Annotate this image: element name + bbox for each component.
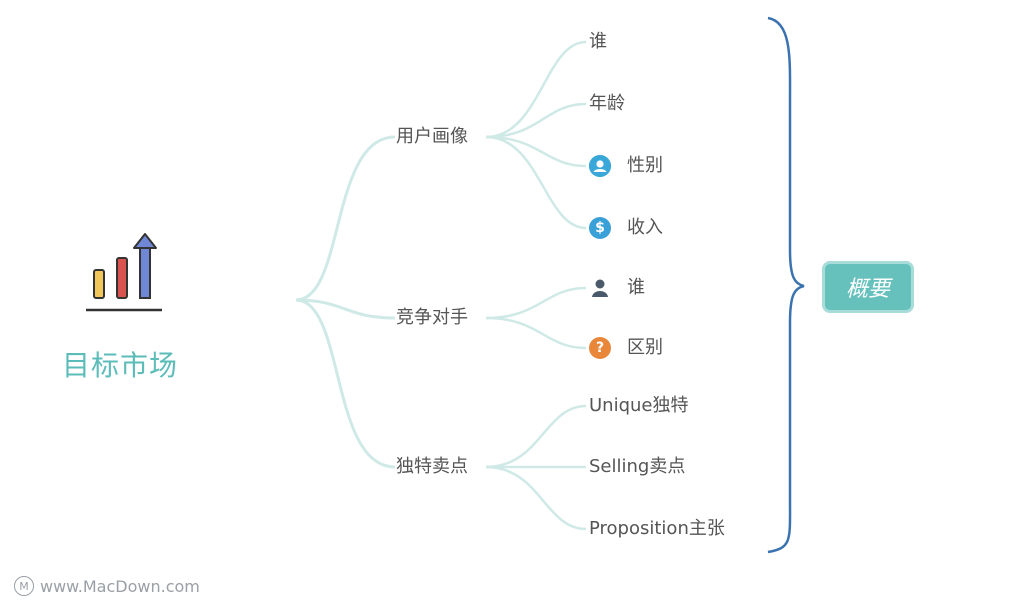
leaf-income[interactable]: $ 收入 — [589, 217, 663, 239]
summary-topic[interactable]: 概要 — [822, 261, 914, 313]
summary-brace — [767, 16, 805, 554]
bar-medium — [116, 257, 128, 299]
connector-b3-c3 — [485, 465, 587, 531]
leaf-competitor-who-label: 谁 — [627, 277, 645, 298]
branch-user-persona[interactable]: 用户画像 — [396, 126, 468, 147]
connector-b1-c2 — [485, 102, 587, 139]
branch-competitors[interactable]: 竞争对手 — [396, 307, 468, 328]
leaf-gender-label: 性别 — [627, 155, 663, 176]
bar-tall — [139, 245, 151, 299]
leaf-unique[interactable]: Unique独特 — [589, 395, 689, 416]
leaf-gender[interactable]: 性别 — [589, 155, 663, 177]
leaf-difference[interactable]: ? 区别 — [589, 337, 663, 359]
watermark: M www.MacDown.com — [14, 576, 200, 596]
leaf-selling[interactable]: Selling卖点 — [589, 456, 686, 477]
connector-b1-c4 — [485, 135, 587, 230]
leaf-difference-label: 区别 — [627, 337, 663, 358]
macdown-logo-icon: M — [14, 576, 34, 596]
connector-b2-c1 — [485, 286, 587, 320]
connector-central-branch1 — [295, 135, 396, 302]
connector-b1-c1 — [485, 40, 587, 139]
bar-chart-growth-icon — [86, 233, 162, 312]
arrow-up — [133, 233, 157, 249]
leaf-who[interactable]: 谁 — [589, 31, 607, 52]
connector-b3-c1 — [485, 404, 587, 469]
dollar-icon: $ — [589, 217, 611, 239]
leaf-proposition[interactable]: Proposition主张 — [589, 518, 725, 539]
leaf-competitor-who[interactable]: 谁 — [589, 277, 645, 299]
user-icon — [589, 155, 611, 177]
question-icon: ? — [589, 337, 611, 359]
person-icon — [589, 277, 611, 299]
leaf-age[interactable]: 年龄 — [589, 93, 625, 114]
bar-small — [93, 269, 105, 299]
connector-central-branch2 — [295, 298, 396, 320]
connector-central-branch3 — [295, 298, 396, 469]
watermark-text: www.MacDown.com — [40, 576, 200, 596]
central-topic[interactable]: 目标市场 — [62, 349, 179, 382]
branch-unique-selling-point[interactable]: 独特卖点 — [396, 456, 468, 477]
connector-b2-c2 — [485, 316, 587, 350]
connector-b1-c3 — [485, 135, 587, 168]
leaf-income-label: 收入 — [627, 217, 663, 238]
